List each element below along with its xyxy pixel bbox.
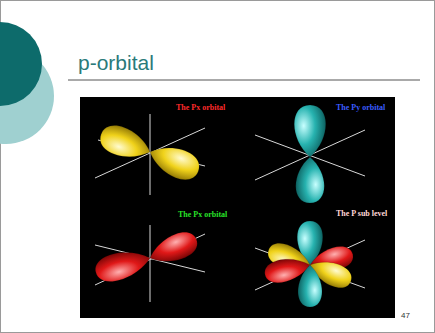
panel-label: The P sub level [336,210,387,219]
orbital-lobe [294,105,326,157]
panel-label: The Px orbital [176,104,225,113]
axes [95,114,365,302]
panel-label: The Px orbital [178,211,227,220]
orbital-lobe [145,139,204,185]
orbital-lobe [96,121,155,166]
orbital-lobe [296,157,325,203]
orbital-lobe [298,265,322,307]
orbital-lobe [145,227,201,269]
title-rule [68,80,420,81]
decor-circle [0,22,42,106]
panel-label: The Py orbital [336,104,385,113]
slide-title: p-orbital [78,51,154,74]
image-panel [80,97,395,318]
orbital-lobe [92,245,153,286]
orbital-lobes [92,105,355,307]
slide-number: 47 [401,312,410,321]
